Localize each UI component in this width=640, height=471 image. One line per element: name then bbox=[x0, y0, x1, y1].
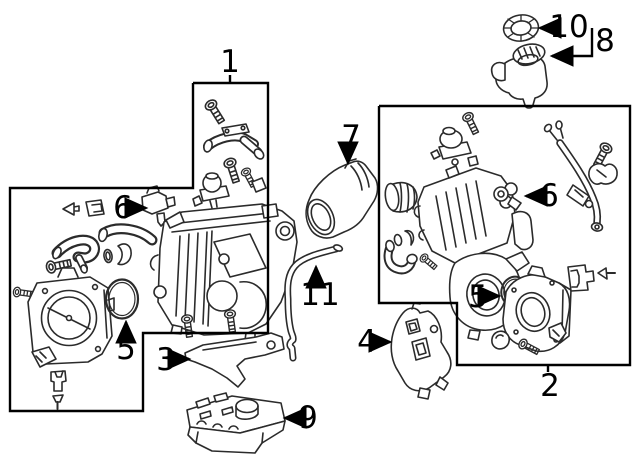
callout-label-4: 4 bbox=[357, 324, 377, 360]
callout-label-11: 11 bbox=[300, 277, 339, 313]
throttle-body-left bbox=[27, 267, 115, 365]
callout-label-1: 1 bbox=[220, 44, 240, 80]
bolt-icon bbox=[222, 156, 243, 185]
expansion-tank-8 bbox=[490, 43, 548, 109]
seal-rings-right bbox=[393, 229, 415, 247]
throttle-body-right bbox=[502, 265, 572, 353]
vent-hose-11 bbox=[284, 244, 344, 362]
boost-valve bbox=[192, 172, 230, 209]
callout-label-6: 6 bbox=[113, 190, 133, 226]
callout-label-6: 6 bbox=[539, 178, 559, 214]
map-sensor-right bbox=[493, 182, 522, 211]
coolant-hose-elbow bbox=[51, 234, 101, 274]
small-bracket bbox=[251, 177, 267, 193]
elbow-pipe-small bbox=[383, 239, 418, 275]
reservoir-cap-10 bbox=[502, 14, 540, 42]
resonator-box-9 bbox=[186, 392, 286, 454]
callout-label-9: 9 bbox=[298, 400, 318, 436]
callout-label-3: 3 bbox=[156, 342, 176, 378]
group-box-2 bbox=[377, 104, 632, 367]
hose-t-fitting bbox=[203, 123, 265, 160]
coolant-pipe-assembly bbox=[543, 120, 604, 232]
bolt-icon bbox=[44, 256, 73, 275]
callout-label-5: 5 bbox=[468, 279, 488, 315]
callout-label-5: 5 bbox=[116, 331, 136, 367]
connector-plug bbox=[50, 370, 67, 410]
callout-label-2: 2 bbox=[540, 368, 560, 404]
sensor-clip bbox=[31, 346, 57, 368]
charge-air-duct-7 bbox=[305, 158, 379, 239]
mounting-bracket-3 bbox=[180, 308, 285, 388]
wedge-sensor bbox=[548, 322, 567, 343]
group-box-1 bbox=[8, 81, 270, 413]
rubber-mount bbox=[588, 163, 618, 185]
gasket-small bbox=[491, 330, 510, 350]
seal-rings bbox=[103, 243, 132, 266]
bolt-icon bbox=[202, 97, 228, 126]
callout-leader-8 bbox=[549, 28, 594, 67]
annotation-layer: 1 2 3 4 5 5 6 6 7 8 9 10 11 bbox=[8, 9, 632, 436]
vacuum-fitting-icon bbox=[62, 199, 105, 217]
mounting-bracket-4 bbox=[390, 302, 452, 400]
sensor-top-right bbox=[430, 126, 472, 166]
o-ring-left bbox=[104, 278, 140, 320]
connector-plug-right bbox=[567, 264, 616, 292]
bolt-icon bbox=[460, 110, 482, 137]
callout-label-7: 7 bbox=[341, 119, 361, 155]
bolt-icon bbox=[417, 251, 439, 272]
callout-label-10: 10 bbox=[549, 9, 588, 45]
callout-label-8: 8 bbox=[595, 23, 615, 59]
